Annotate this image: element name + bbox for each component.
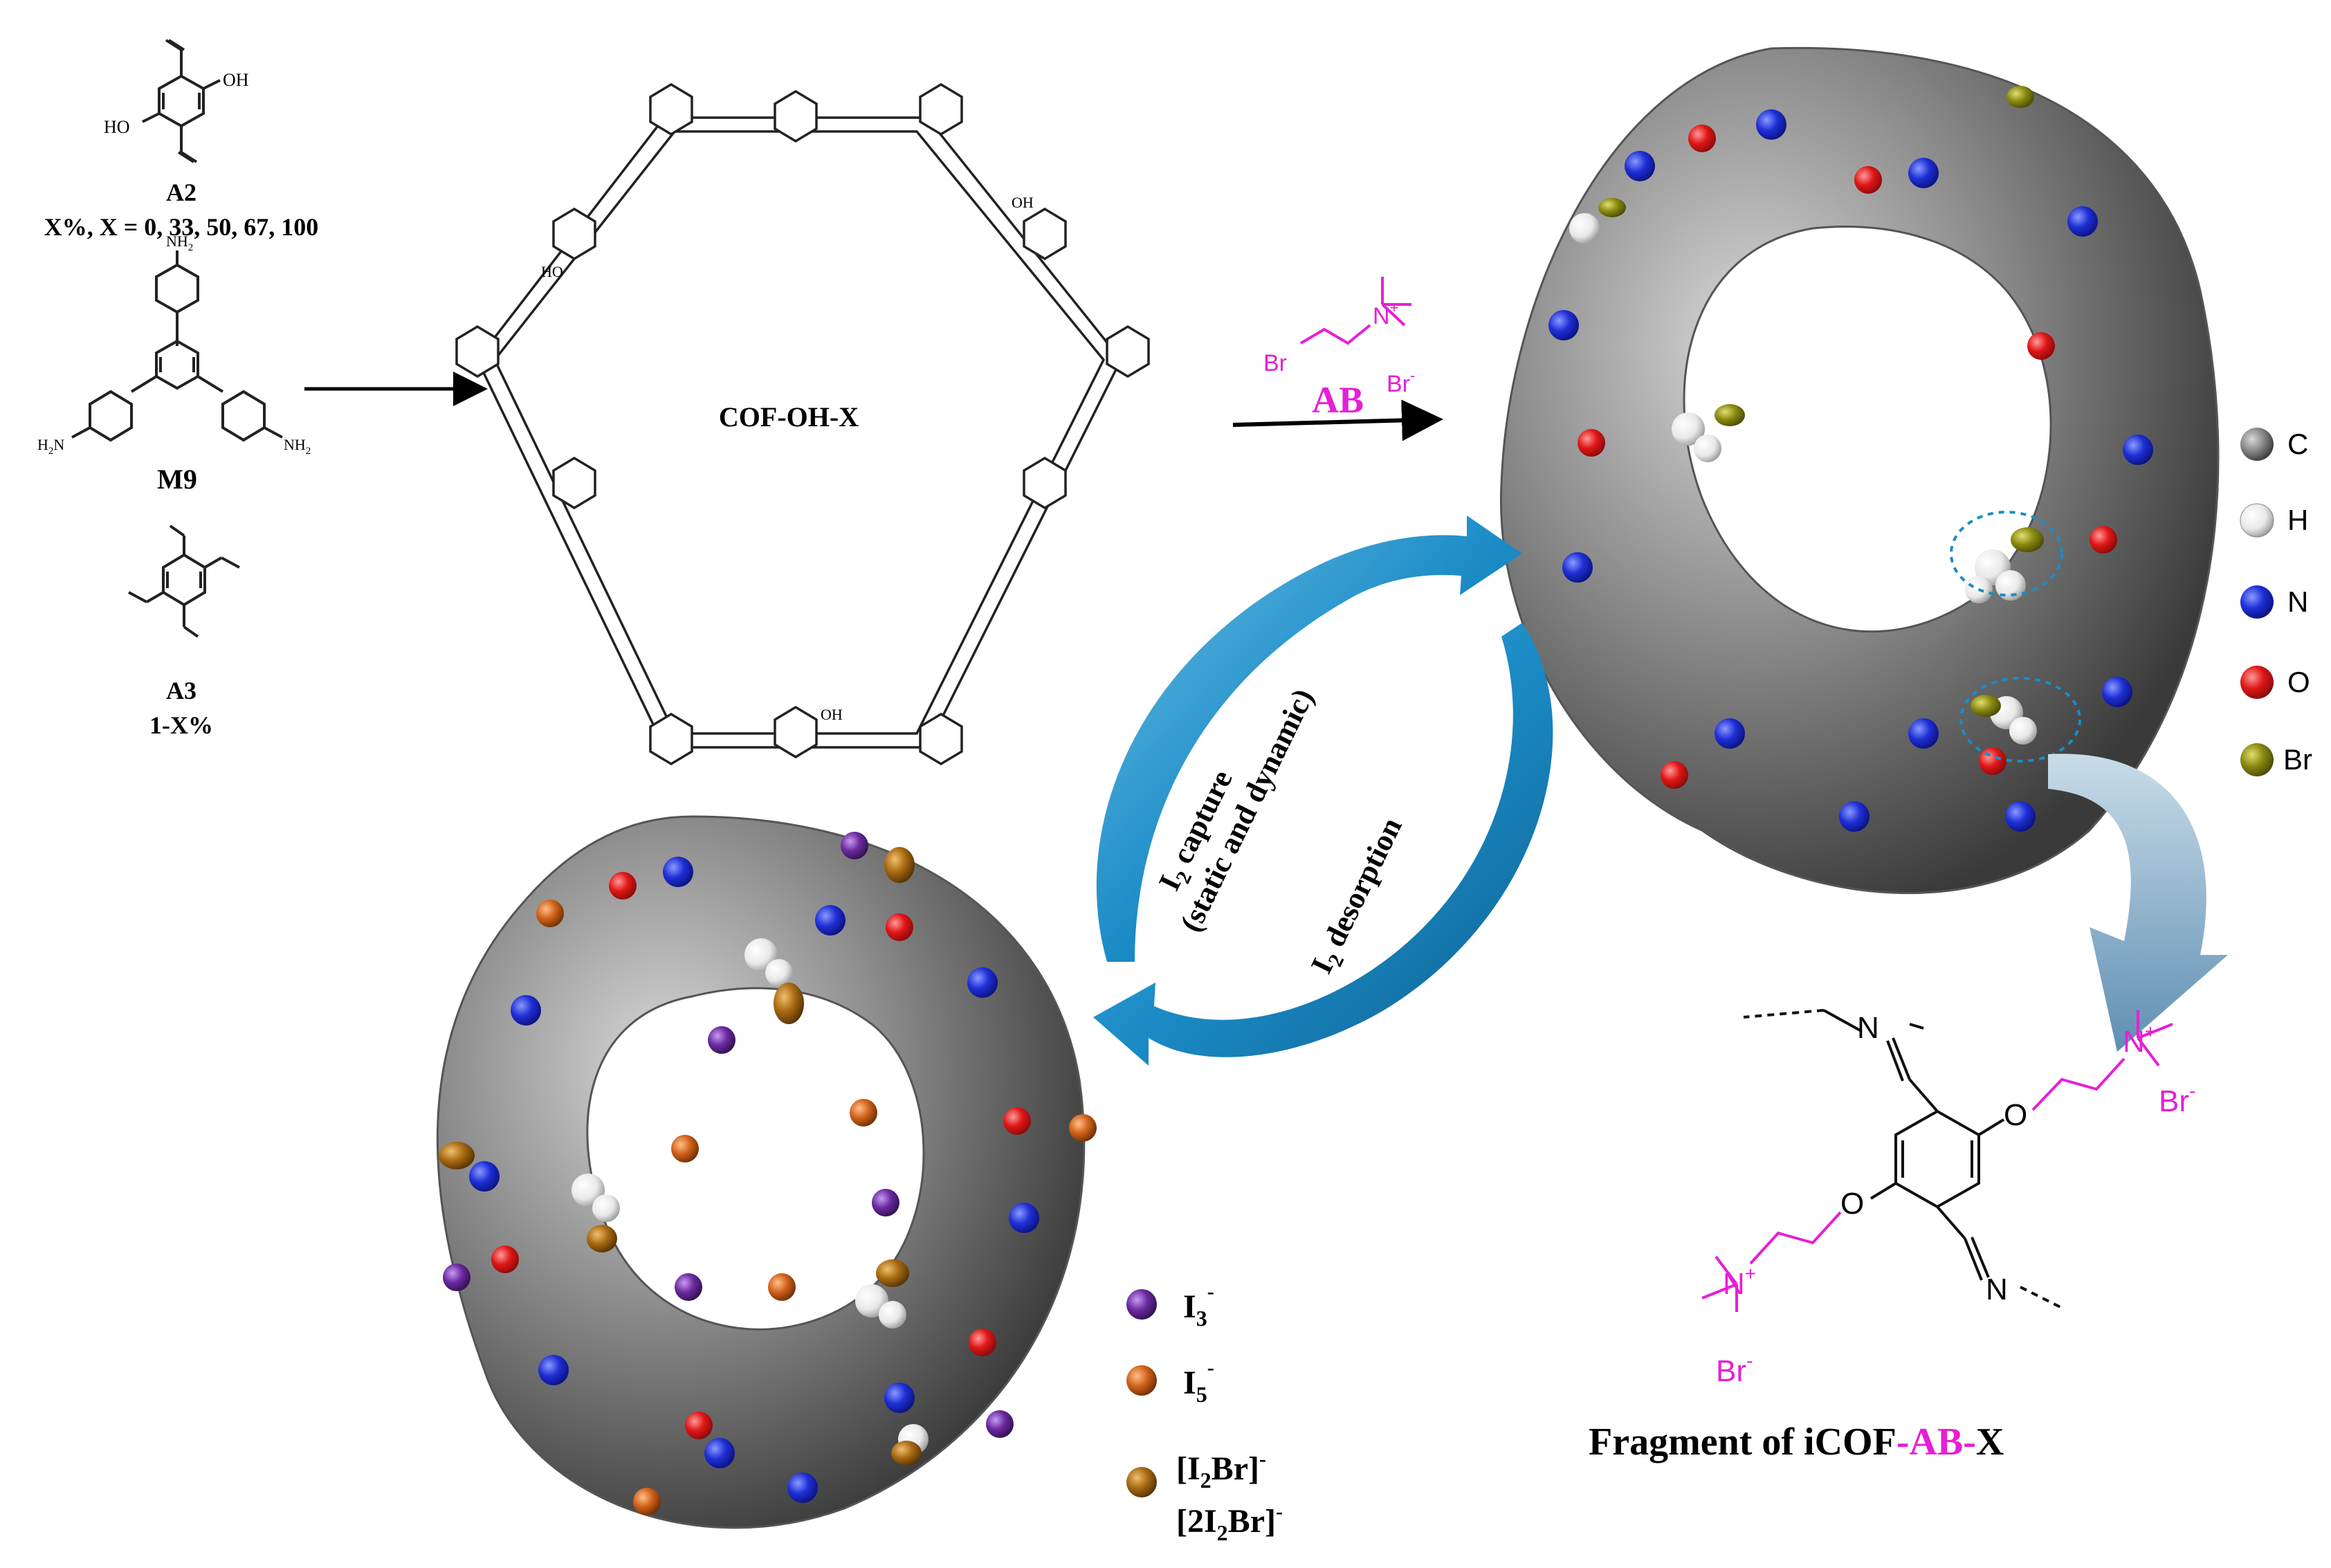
iodine-legend-2i2br-label: [2I2Br]- [1176, 1500, 1283, 1545]
cof-triazine-nodes [455, 82, 1150, 766]
cof-linker-rings [552, 89, 1067, 759]
cof-oh-label-bottom: OH [821, 706, 843, 723]
iodine-legend-i3-label: I3- [1183, 1280, 1214, 1331]
ab-reagent-structure [1299, 277, 1411, 345]
atom-legend: C H N O Br [2240, 428, 2312, 776]
fragment-n-plus-right: N+ [2123, 1021, 2156, 1059]
iodine-legend-i3-swatch [1126, 1289, 1157, 1320]
atom-legend-h-swatch [2240, 503, 2274, 538]
cof-name: COF-OH-X [719, 401, 859, 432]
fragment-structure [1743, 1009, 2063, 1309]
ab-br-label: Br [1263, 350, 1287, 376]
iodine-legend-i5-swatch [1126, 1365, 1157, 1396]
atom-legend-br-label: Br [2283, 743, 2312, 776]
atom-legend-o-label: O [2287, 666, 2310, 698]
monomer-m9 [71, 250, 283, 442]
atom-legend-c-swatch [2240, 428, 2274, 461]
fragment-n-top: N [1857, 1011, 1879, 1045]
cof-ho-label-left: HO [541, 263, 563, 280]
fragment-pointer-arrow [2048, 754, 2228, 1052]
atom-legend-h-label: H [2287, 504, 2308, 536]
atom-legend-br-swatch [2240, 743, 2274, 776]
a3-name: A3 [166, 677, 196, 704]
m9-nh2-top: NH2 [166, 233, 193, 253]
m9-nh2-right: NH2 [284, 436, 311, 457]
fragment-ab-arms [1701, 1010, 2173, 1312]
ab-n-label: N+ [1373, 299, 1398, 329]
iodine-legend-ibr-swatch [1126, 1467, 1157, 1497]
fragment-o-left: O [1840, 1187, 1864, 1221]
iodine-legend-i2br-label: [I2Br]- [1176, 1448, 1266, 1493]
a2-name: A2 [166, 179, 196, 206]
icof-space-filling-model [1499, 46, 2220, 895]
a2-ho-label: HO [104, 117, 130, 137]
atom-legend-n-swatch [2240, 585, 2274, 619]
highlight-ring-2 [1959, 677, 2081, 763]
highlight-ring-1 [1950, 511, 2063, 596]
fragment-o-right: O [2004, 1098, 2027, 1132]
a3-ratio: 1-X% [149, 711, 213, 739]
iodine-legend-i5-label: I5- [1183, 1356, 1214, 1407]
a2-ratio: X%, X = 0, 33, 50, 67, 100 [44, 213, 319, 241]
monomer-a2 [142, 39, 221, 163]
capture-arrow [1096, 516, 1522, 962]
fragment-n-bottom: N [1986, 1273, 2008, 1306]
ab-br-ion: Br- [1387, 367, 1415, 397]
cof-oh-label-top: OH [1012, 194, 1034, 211]
ab-reaction-arrow [1232, 399, 1443, 441]
iodine-legend: I3- I5- [I2Br]- [2I2Br]- [1126, 1280, 1283, 1545]
monomer-a3 [128, 525, 240, 638]
fragment-br-left: Br- [1716, 1350, 1753, 1388]
atom-legend-n-label: N [2287, 585, 2308, 618]
m9-name: M9 [157, 464, 197, 495]
m9-h2n-left: H2N [37, 436, 64, 457]
fragment-caption: Fragment of iCOF-AB-X [1589, 1421, 2004, 1464]
a2-oh-label: OH [223, 70, 249, 90]
fragment-n-plus-left: N+ [1723, 1263, 1756, 1301]
atom-legend-c-label: C [2287, 428, 2308, 460]
iodine-ions [443, 832, 1097, 1515]
fragment-br-right: Br- [2159, 1080, 2195, 1118]
desorption-arrow [1093, 623, 1553, 1066]
atom-legend-o-swatch [2240, 666, 2274, 699]
ab-name: AB [1312, 379, 1364, 421]
icof-iodine-loaded-model [436, 815, 1097, 1529]
